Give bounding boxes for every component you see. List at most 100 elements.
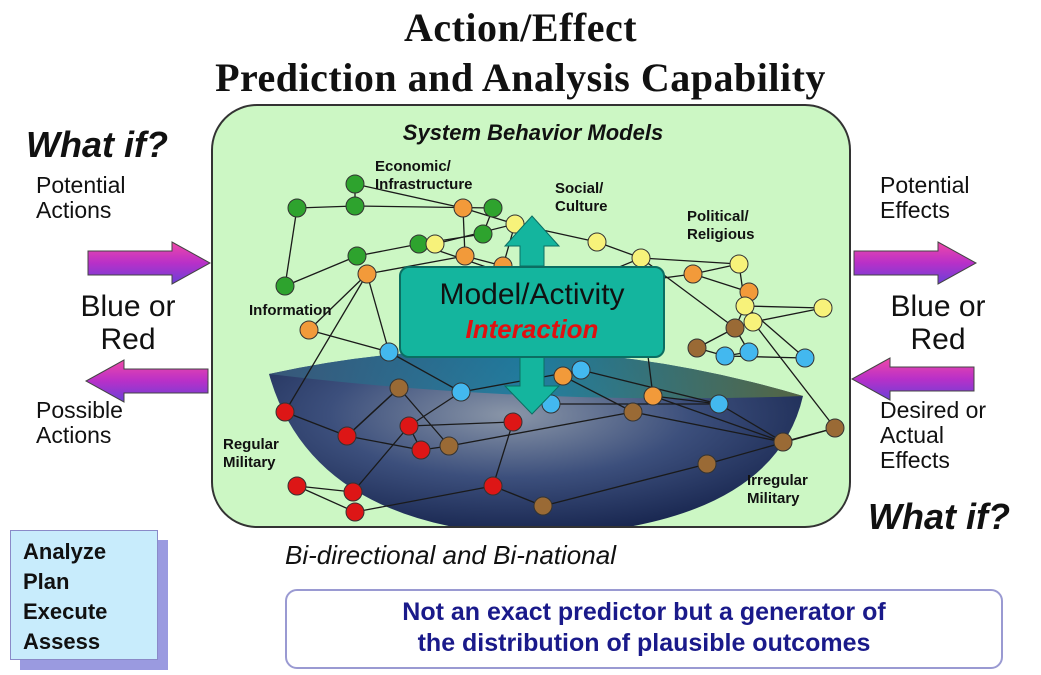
label-political: Political/ Religious [687, 208, 755, 244]
network-node-brown [697, 454, 717, 474]
network-edge [296, 485, 356, 513]
system-behavior-panel: System Behavior Models Economic/ Infrast… [211, 104, 851, 528]
step-execute: Execute [23, 599, 108, 624]
desired-effects-line-3: Effects [880, 447, 950, 473]
network-node-yellow [729, 254, 749, 274]
network-node-brown [725, 318, 745, 338]
network-diagram [269, 174, 845, 526]
network-edge [388, 351, 462, 393]
step-plan: Plan [23, 569, 70, 594]
network-edge [724, 355, 806, 359]
step-analyze: Analyze [23, 539, 107, 564]
network-node-brown [389, 378, 409, 398]
label-political-line-2: Religious [687, 226, 755, 243]
network-node-red [337, 426, 357, 446]
network-node-red [399, 416, 419, 436]
label-economic: Economic/ Infrastructure [375, 158, 473, 194]
network-node-red [483, 476, 503, 496]
panel-title: System Behavior Models [402, 120, 664, 145]
network-edge [346, 387, 400, 437]
network-node-orange [453, 198, 473, 218]
network-edge [692, 273, 750, 293]
desired-effects-line-1: Desired or [880, 397, 987, 423]
possible-actions-line-2: Actions [36, 422, 112, 448]
network-node-orange [683, 264, 703, 284]
desired-effects-line-2: Actual [880, 422, 944, 448]
note-line-1: Not an exact predictor but a generator o… [402, 598, 886, 626]
network-edge [408, 421, 514, 427]
network-node-yellow [425, 234, 445, 254]
label-regular-line-1: Regular [223, 436, 279, 453]
network-edge [284, 411, 348, 437]
potential-actions-label: Potential Actions [36, 173, 126, 223]
network-node-green [409, 234, 429, 254]
label-information: Information [249, 302, 332, 319]
network-node-brown [687, 338, 707, 358]
network-node-blue [571, 360, 591, 380]
blue-or-red-right-line-1: Blue or [890, 290, 986, 323]
network-node-red [275, 402, 295, 422]
network-edge [542, 463, 708, 507]
blue-or-red-right-line-2: Red [910, 323, 966, 356]
title-line-2: Prediction and Analysis Capability [215, 55, 826, 100]
label-social-line-1: Social/ [555, 180, 604, 197]
network-node-red [345, 502, 365, 522]
model-activity-text: Model/Activity [439, 278, 625, 311]
title-line-1: Action/Effect [403, 5, 638, 50]
desired-effects-label: Desired or Actual Effects [880, 398, 986, 473]
network-edge [718, 403, 784, 443]
label-political-line-1: Political/ [687, 208, 749, 225]
network-edge [706, 427, 836, 465]
network-node-brown [825, 418, 845, 438]
model-activity-box: Model/Activity Interaction [399, 266, 665, 358]
network-edge [752, 307, 824, 323]
network-edge [366, 255, 466, 275]
network-node-yellow [813, 298, 833, 318]
interaction-text: Interaction [465, 314, 599, 344]
what-if-right: What if? [868, 496, 1010, 537]
network-edge [346, 435, 422, 451]
network-node-red [343, 482, 363, 502]
label-economic-line-1: Economic/ [375, 158, 451, 175]
process-steps-box: Analyze Plan Execute Assess [10, 530, 158, 660]
output-arrow-left-left [84, 359, 209, 403]
network-node-blue [795, 348, 815, 368]
network-node-green [347, 246, 367, 266]
potential-effects-line-1: Potential [880, 172, 970, 198]
blue-or-red-left-line-1: Blue or [80, 290, 176, 323]
network-edge [354, 183, 464, 209]
network-edge [296, 205, 356, 209]
network-edge [652, 395, 784, 443]
network-node-brown [773, 432, 793, 452]
network-node-blue [379, 342, 399, 362]
possible-actions-line-1: Possible [36, 397, 123, 423]
network-edge [448, 411, 634, 447]
network-node-red [287, 476, 307, 496]
network-node-orange [455, 246, 475, 266]
label-irregular-line-1: Irregular [747, 472, 808, 489]
effect-arrow-right [853, 241, 978, 285]
network-edge [652, 395, 720, 405]
what-if-left: What if? [26, 124, 168, 165]
label-social: Social/ Culture [555, 180, 608, 216]
note-box: Not an exact predictor but a generator o… [285, 589, 1003, 669]
network-node-red [411, 440, 431, 460]
network-node-green [473, 224, 493, 244]
network-node-orange [357, 264, 377, 284]
network-edge [308, 273, 368, 331]
network-node-orange [553, 366, 573, 386]
network-edge [640, 257, 740, 265]
network-node-blue [709, 394, 729, 414]
network-edge [492, 421, 514, 487]
blue-or-red-right: Blue or Red [868, 290, 1008, 356]
step-assess: Assess [23, 629, 101, 654]
network-edge [352, 425, 410, 493]
network-node-brown [623, 402, 643, 422]
network-node-blue [715, 346, 735, 366]
label-irregular-line-2: Military [747, 490, 800, 507]
network-node-orange [643, 386, 663, 406]
blue-or-red-left: Blue or Red [58, 290, 198, 356]
label-economic-line-2: Infrastructure [375, 176, 473, 193]
potential-actions-line-1: Potential [36, 172, 126, 198]
network-node-yellow [505, 214, 525, 234]
